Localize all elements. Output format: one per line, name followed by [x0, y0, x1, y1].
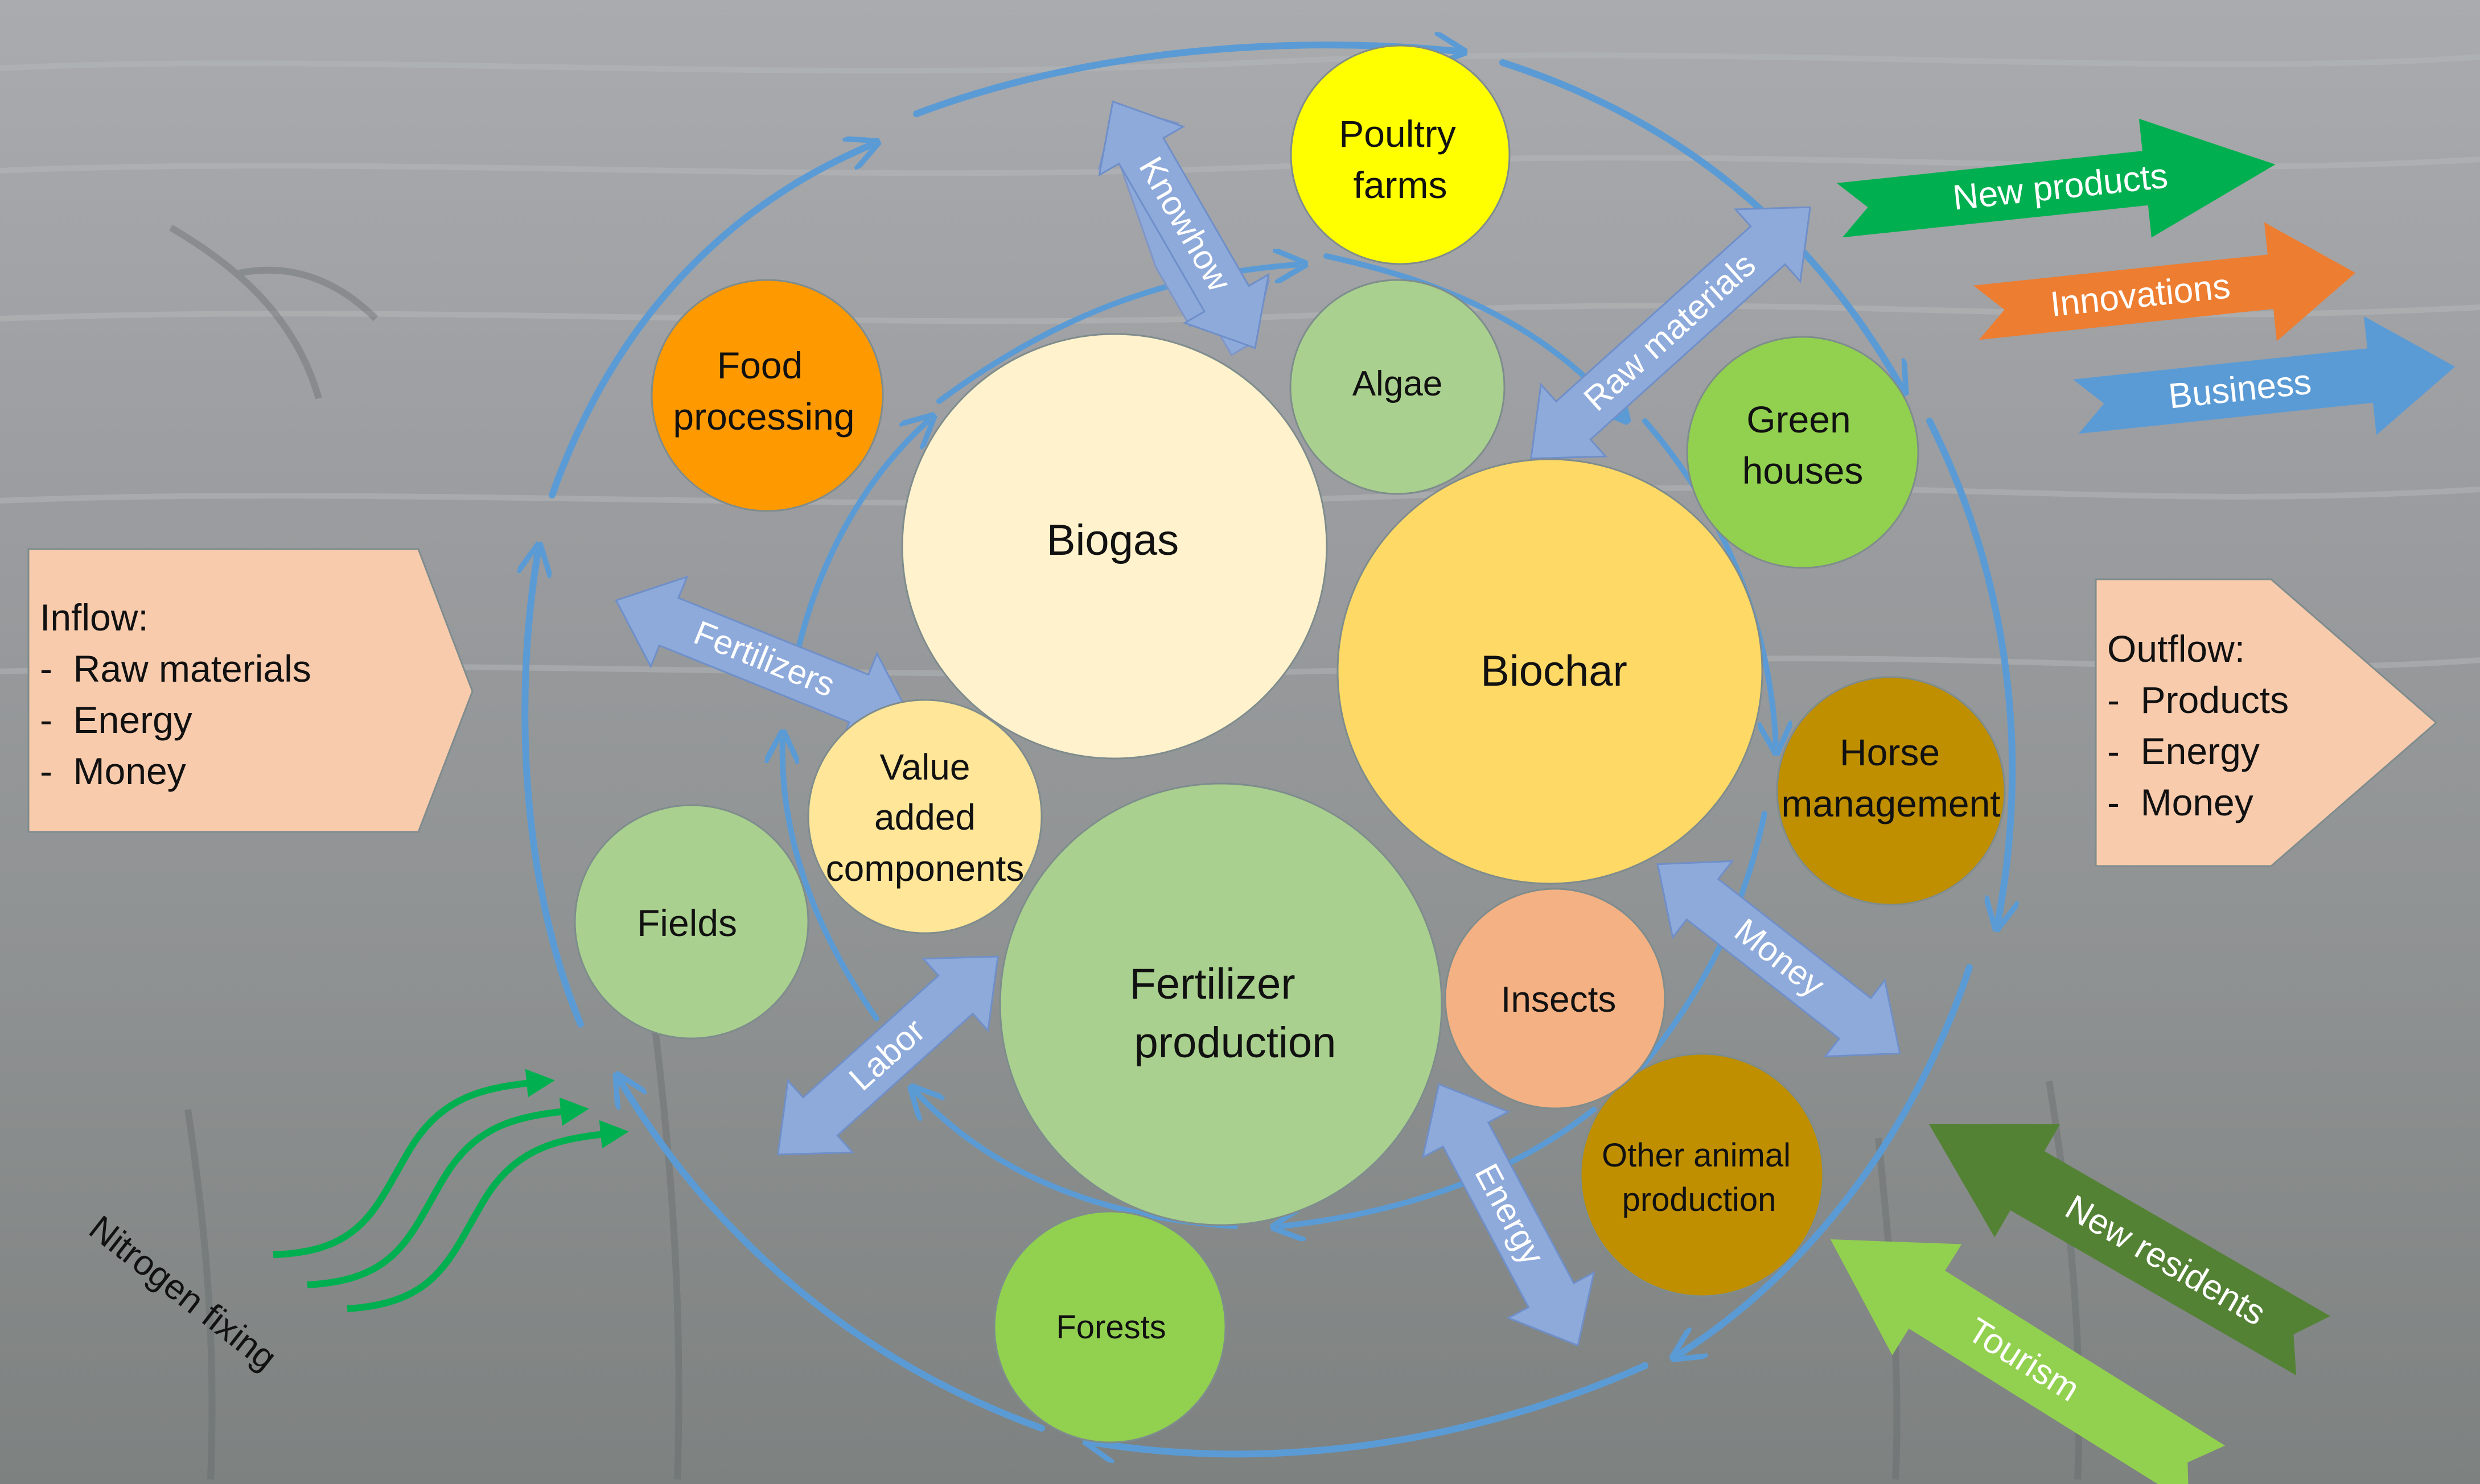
new-residents-label: New residents [2059, 1188, 2272, 1333]
food-processing-label-1: Food [717, 344, 803, 386]
outer-cycle [525, 45, 2012, 1454]
outflow-title: Outflow: [2107, 628, 2245, 670]
nitrogen-wave [347, 1120, 629, 1312]
forests-node: Forests [993, 1210, 1227, 1444]
nitrogen-fixing-waves [273, 1069, 629, 1312]
poultry-farms-label-2: farms [1354, 164, 1447, 206]
food-processing-node: Food processing [651, 279, 884, 512]
outer-cycle-arrow [1926, 418, 2012, 922]
algae-node: Algae [1289, 279, 1506, 495]
inflow-item: Energy [40, 694, 311, 745]
green-houses-label-1: Green [1746, 398, 1850, 440]
outflow-item: Money [2107, 777, 2289, 828]
value-added-label-2: added [874, 797, 976, 838]
inner-cycle-arrow [1281, 1107, 1597, 1226]
outflow-item: Energy [2107, 725, 2289, 777]
poultry-farms-label-1: Poultry [1339, 113, 1455, 155]
biochar-node: Biochar [1336, 458, 1763, 885]
innovations-arrow: Innovations [1973, 222, 2356, 341]
green-houses-node: Green houses [1686, 336, 1919, 569]
inner-cycle-arrow [794, 421, 928, 657]
green-houses-label-2: houses [1742, 450, 1864, 492]
horse-management-label-1: Horse [1840, 731, 1940, 773]
outer-cycle-arrow [549, 145, 871, 498]
inflow-title: Inflow: [40, 596, 149, 638]
inflow-text: Inflow: Raw materials Energy Money [40, 592, 311, 797]
horse-management-label-2: management [1781, 782, 2000, 825]
other-animal-production-node: Other animal production [1580, 1053, 1824, 1297]
biogas-node: Biogas [901, 333, 1328, 760]
tourism-arrow: Tourism [1830, 1239, 2226, 1484]
insects-label: Insects [1501, 979, 1617, 1020]
fertilizer-production-label-1: Fertilizer [1129, 960, 1295, 1008]
forests-label: Forests [1056, 1309, 1166, 1346]
biochar-label: Biochar [1480, 647, 1627, 695]
nitrogen-wave [307, 1097, 589, 1288]
outer-cycle-arrow [913, 45, 1457, 117]
business-arrow: Business [2072, 316, 2456, 435]
knowhow-arrow: Knowhow [1097, 100, 1270, 356]
biogas-label: Biogas [1047, 516, 1179, 564]
outer-cycle-arrow [1093, 1362, 1648, 1454]
fertilizer-production-label-2: production [1134, 1019, 1336, 1067]
inner-cycle-arrow [783, 740, 879, 1021]
fields-label: Fields [637, 902, 737, 944]
value-added-components-node: Value added components [807, 699, 1043, 934]
inner-cycle-arrow [1639, 811, 1767, 1070]
outflow-item: Products [2107, 674, 2289, 725]
inner-cycle-arrow [936, 265, 1298, 404]
insects-node: Insects [1444, 888, 1666, 1110]
other-animal-production-label-1: Other animal [1602, 1137, 1791, 1174]
food-processing-label-2: processing [673, 395, 854, 438]
value-added-label-3: components [826, 848, 1025, 889]
inflow-item: Money [40, 745, 311, 797]
nitrogen-wave [273, 1069, 555, 1258]
poultry-farms-node: Poultry farms [1290, 44, 1511, 265]
other-animal-production-label-2: production [1622, 1181, 1776, 1218]
inflow-item: Raw materials [40, 643, 311, 694]
outer-cycle-arrow [1679, 964, 1973, 1354]
outer-cycle-arrow [525, 552, 584, 1028]
outer-cycle-arrow [620, 1081, 1045, 1432]
algae-label: Algae [1352, 364, 1443, 403]
outflow-text: Outflow: Products Energy Money [2107, 623, 2289, 828]
fertilizer-production-node: Fertilizer production [999, 782, 1443, 1226]
fields-node: Fields [574, 804, 809, 1040]
value-added-label-1: Value [880, 747, 970, 788]
horse-management-node: Horse management [1776, 676, 2006, 906]
new-products-arrow: New products [1836, 118, 2276, 238]
outer-cycle-arrow [1499, 59, 1901, 387]
